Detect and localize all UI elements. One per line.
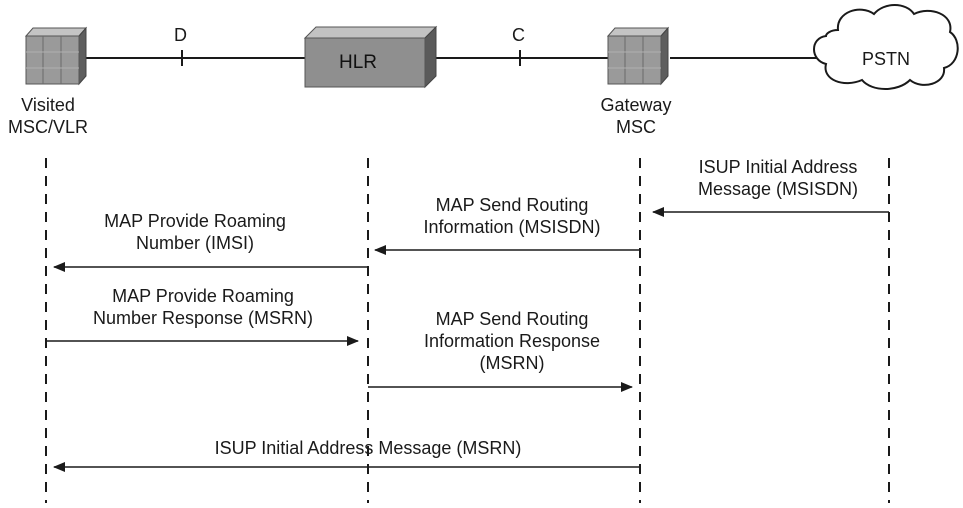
msg-isup-iam-msisdn-label: ISUP Initial Address Message (MSISDN)	[668, 156, 888, 200]
visited-msc-switch-icon	[24, 26, 88, 86]
gateway-msc-label-line2: MSC	[616, 117, 656, 137]
gateway-msc-label: Gateway MSC	[586, 94, 686, 138]
msg-map-sri-line2: Information (MSISDN)	[423, 217, 601, 237]
gateway-msc-label-line1: Gateway	[600, 95, 672, 115]
msg-map-prn-response-line2: Number Response (MSRN)	[92, 308, 314, 328]
msg-map-sri-response-line1: MAP Send Routing	[435, 309, 589, 329]
msg-isup-iam-msisdn-line1: ISUP Initial Address	[698, 157, 858, 177]
msg-map-prn-response-line1: MAP Provide Roaming	[112, 286, 294, 306]
msg-isup-iam-msrn-line1: ISUP Initial Address Message (MSRN)	[214, 438, 522, 458]
gateway-msc-switch-icon	[606, 26, 670, 86]
visited-msc-label-line2: MSC/VLR	[7, 117, 88, 137]
pstn-label: PSTN	[862, 49, 911, 69]
hlr-label: HLR	[339, 52, 378, 73]
msg-map-sri-response-line2: Information Response	[423, 331, 601, 351]
msg-map-sri-response-label: MAP Send Routing Information Response (M…	[396, 308, 628, 374]
interface-c-label: C	[512, 25, 525, 45]
msg-map-prn-label: MAP Provide Roaming Number (IMSI)	[70, 210, 320, 254]
msg-map-sri-response-line3: (MSRN)	[479, 353, 545, 373]
msg-map-sri-label: MAP Send Routing Information (MSISDN)	[396, 194, 628, 238]
msg-map-prn-line2: Number (IMSI)	[135, 233, 254, 253]
visited-msc-label: Visited MSC/VLR	[0, 94, 96, 138]
msg-map-sri-line1: MAP Send Routing	[435, 195, 589, 215]
visited-msc-label-line1: Visited	[21, 95, 75, 115]
interface-d-label: D	[174, 25, 187, 45]
pstn-cloud-icon	[813, 4, 959, 90]
msg-isup-iam-msrn-label: ISUP Initial Address Message (MSRN)	[178, 437, 558, 459]
msg-isup-iam-msisdn-line2: Message (MSISDN)	[697, 179, 859, 199]
msg-map-prn-line1: MAP Provide Roaming	[104, 211, 286, 231]
msg-map-prn-response-label: MAP Provide Roaming Number Response (MSR…	[58, 285, 348, 329]
hlr-box	[303, 25, 438, 89]
